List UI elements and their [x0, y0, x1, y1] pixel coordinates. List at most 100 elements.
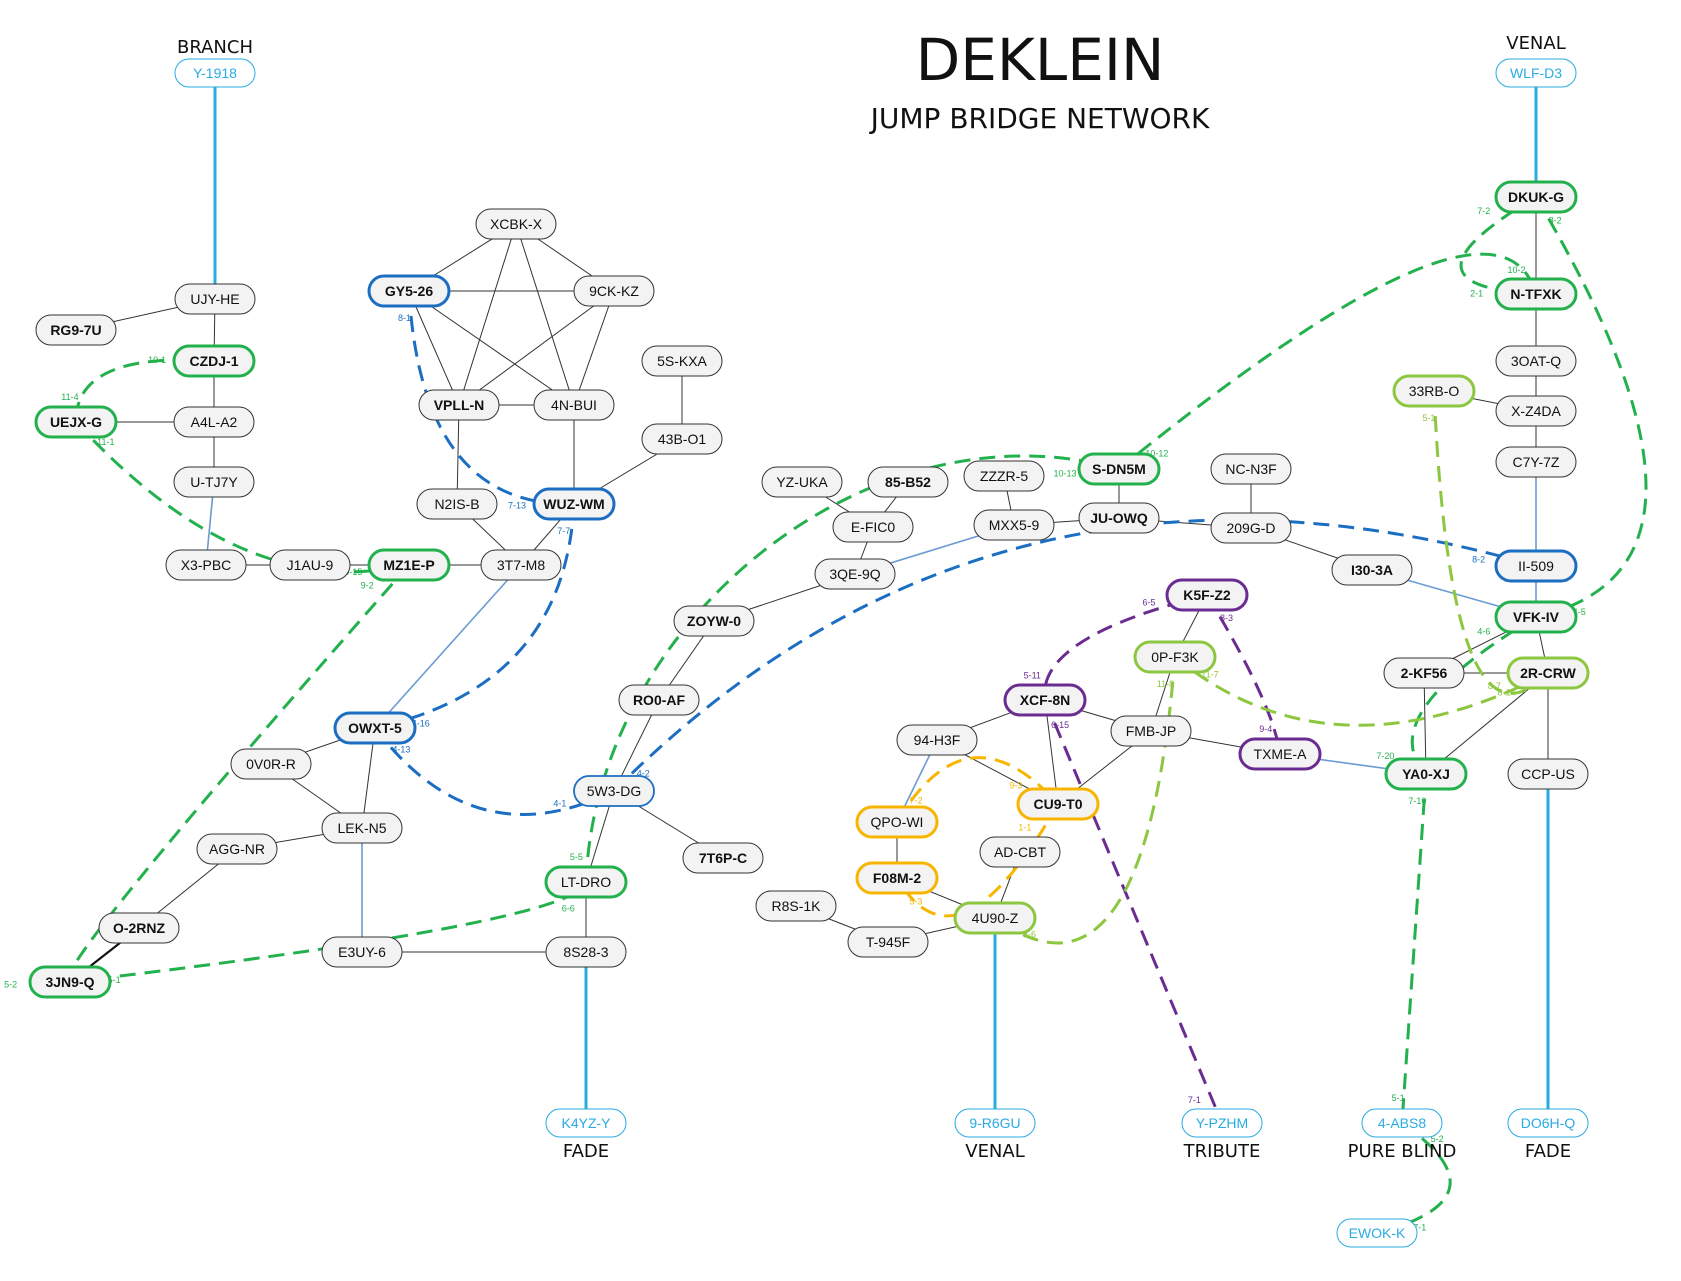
gate-node-label: Y-PZHM — [1196, 1115, 1248, 1131]
system-node-xcbk-x[interactable]: XCBK-X — [475, 208, 557, 240]
system-node-85-b52[interactable]: 85-B52 — [867, 466, 949, 498]
system-node-lt-dro[interactable]: LT-DRO — [544, 865, 628, 899]
system-node-shape — [1003, 683, 1087, 717]
system-node-label: ZZZR-5 — [980, 468, 1028, 484]
system-node-u-tj7y[interactable]: U-TJ7Y — [173, 466, 255, 498]
system-node-zoyw-0[interactable]: ZOYW-0 — [673, 605, 755, 637]
gate-node-ewok-k[interactable]: EWOK-K — [1336, 1218, 1418, 1248]
system-node-e3uy-6[interactable]: E3UY-6 — [321, 936, 403, 968]
system-node-label: YA0-XJ — [1402, 766, 1450, 782]
system-node-3qe-9q[interactable]: 3QE-9Q — [814, 558, 896, 590]
system-node-label: 94-H3F — [914, 732, 961, 748]
system-node-33rb-o[interactable]: 33RB-O — [1392, 374, 1476, 408]
system-node-7t6p-c[interactable]: 7T6P-C — [682, 842, 764, 874]
system-node-zzzr-5[interactable]: ZZZR-5 — [963, 460, 1045, 492]
system-node-shape — [165, 549, 247, 581]
system-node-i30-3a[interactable]: I30-3A — [1331, 554, 1413, 586]
system-node-c7y-7z[interactable]: C7Y-7Z — [1495, 446, 1577, 478]
system-node-r8s-1k[interactable]: R8S-1K — [755, 890, 837, 922]
system-node-8s28-3[interactable]: 8S28-3 — [545, 936, 627, 968]
system-node-label: ZOYW-0 — [687, 613, 741, 629]
system-node-5s-kxa[interactable]: 5S-KXA — [641, 345, 723, 377]
gate-node-do6h-q[interactable]: DO6H-Q — [1507, 1108, 1589, 1138]
system-node-n2is-b[interactable]: N2IS-B — [416, 488, 498, 520]
system-node-shape — [814, 558, 896, 590]
system-node-94-h3f[interactable]: 94-H3F — [896, 724, 978, 756]
system-node-yz-uka[interactable]: YZ-UKA — [761, 466, 843, 498]
system-node-k5f-z2[interactable]: K5F-Z2 — [1165, 578, 1249, 612]
system-node-ccp-us[interactable]: CCP-US — [1507, 758, 1589, 790]
system-node-vfk-iv[interactable]: VFK-IV — [1494, 600, 1578, 634]
jump-bridge-LT-DRO-S-DN5M — [584, 454, 1120, 883]
gate-node-y-pzhm[interactable]: Y-PZHM — [1181, 1108, 1263, 1138]
link-GY5-26-4N-BUI — [408, 290, 575, 406]
system-node-0p-f3k[interactable]: 0P-F3K — [1133, 640, 1217, 674]
system-node-fmb-jp[interactable]: FMB-JP — [1110, 715, 1192, 747]
system-node-shape — [979, 836, 1061, 868]
system-node-cu9-t0[interactable]: CU9-T0 — [1016, 787, 1100, 821]
system-node-n-tfxk[interactable]: N-TFXK — [1494, 277, 1578, 311]
system-node-gy5-26[interactable]: GY5-26 — [367, 274, 451, 308]
system-node-ujy-he[interactable]: UJY-HE — [174, 283, 256, 315]
system-node-5w3-dg[interactable]: 5W3-DG — [573, 775, 655, 807]
system-node-4n-bui[interactable]: 4N-BUI — [533, 389, 615, 421]
system-node-2-kf56[interactable]: 2-KF56 — [1383, 657, 1465, 689]
system-node-s-dn5m[interactable]: S-DN5M — [1077, 452, 1161, 486]
gate-node-label: Y-1918 — [193, 65, 237, 81]
system-node-label: A4L-A2 — [191, 414, 238, 430]
system-node-label: VPLL-N — [434, 397, 485, 413]
system-node-ii-509[interactable]: II-509 — [1494, 549, 1578, 583]
system-node-label: N-TFXK — [1510, 286, 1561, 302]
system-node-ad-cbt[interactable]: AD-CBT — [979, 836, 1061, 868]
system-node-vpll-n[interactable]: VPLL-N — [418, 389, 500, 421]
system-node-209g-d[interactable]: 209G-D — [1210, 512, 1292, 544]
system-node-czdj-1[interactable]: CZDJ-1 — [172, 344, 256, 378]
system-node-x-z4da[interactable]: X-Z4DA — [1495, 395, 1577, 427]
system-node-9ck-kz[interactable]: 9CK-KZ — [573, 275, 655, 307]
gate-node-4-abs8[interactable]: 4-ABS8 — [1361, 1108, 1443, 1138]
system-node-label: T-945F — [866, 934, 910, 950]
system-node-ju-owq[interactable]: JU-OWQ — [1078, 502, 1160, 534]
link-XCBK-X-VPLL-N — [458, 223, 517, 406]
system-node-a4l-a2[interactable]: A4L-A2 — [173, 406, 255, 438]
system-node-ro0-af[interactable]: RO0-AF — [618, 684, 700, 716]
system-node-t-945f[interactable]: T-945F — [847, 926, 929, 958]
system-node-dkuk-g[interactable]: DKUK-G — [1494, 180, 1578, 214]
gate-node-y-1918[interactable]: Y-1918 — [174, 58, 256, 88]
system-node-o-2rnz[interactable]: O-2RNZ — [98, 912, 180, 944]
region-label: VENAL — [965, 1141, 1025, 1162]
gate-node-k4yz-y[interactable]: K4YZ-Y — [545, 1108, 627, 1138]
system-node-mz1e-p[interactable]: MZ1E-P — [367, 548, 451, 582]
system-node-lek-n5[interactable]: LEK-N5 — [321, 812, 403, 844]
system-node-f08m-2[interactable]: F08M-2 — [855, 861, 939, 895]
system-node-uejx-g[interactable]: UEJX-G — [34, 405, 118, 439]
system-node-wuz-wm[interactable]: WUZ-WM — [532, 487, 616, 521]
system-node-4u90-z[interactable]: 4U90-Z — [953, 901, 1037, 935]
system-node-nc-n3f[interactable]: NC-N3F — [1210, 453, 1292, 485]
system-node-0v0r-r[interactable]: 0V0R-R — [230, 748, 312, 780]
system-node-label: LT-DRO — [561, 874, 611, 890]
system-node-mxx5-9[interactable]: MXX5-9 — [973, 509, 1055, 541]
bridge-label: 4-5 — [1573, 607, 1586, 617]
system-node-rg9-7u[interactable]: RG9-7U — [35, 314, 117, 346]
system-node-label: X-Z4DA — [1511, 403, 1561, 419]
system-node-x3-pbc[interactable]: X3-PBC — [165, 549, 247, 581]
system-node-xcf-8n[interactable]: XCF-8N — [1003, 683, 1087, 717]
system-node-label: U-TJ7Y — [190, 474, 238, 490]
bridge-label: 5-11 — [1024, 670, 1041, 680]
gate-node-9-r6gu[interactable]: 9-R6GU — [954, 1108, 1036, 1138]
system-node-ya0-xj[interactable]: YA0-XJ — [1384, 757, 1468, 791]
system-node-2r-crw[interactable]: 2R-CRW — [1506, 656, 1590, 690]
system-node-e-fic0[interactable]: E-FIC0 — [832, 511, 914, 543]
system-node-agg-nr[interactable]: AGG-NR — [196, 833, 278, 865]
system-node-j1au-9[interactable]: J1AU-9 — [269, 549, 351, 581]
system-node-3t7-m8[interactable]: 3T7-M8 — [480, 549, 562, 581]
system-node-3jn9-q[interactable]: 3JN9-Q — [28, 965, 112, 999]
system-node-owxt-5[interactable]: OWXT-5 — [333, 711, 417, 745]
system-node-txme-a[interactable]: TXME-A — [1238, 737, 1322, 771]
gate-node-wlf-d3[interactable]: WLF-D3 — [1495, 58, 1577, 88]
system-node-43b-o1[interactable]: 43B-O1 — [641, 423, 723, 455]
system-node-shape — [618, 684, 700, 716]
system-node-3oat-q[interactable]: 3OAT-Q — [1495, 345, 1577, 377]
system-node-qpo-wi[interactable]: QPO-WI — [855, 805, 939, 839]
